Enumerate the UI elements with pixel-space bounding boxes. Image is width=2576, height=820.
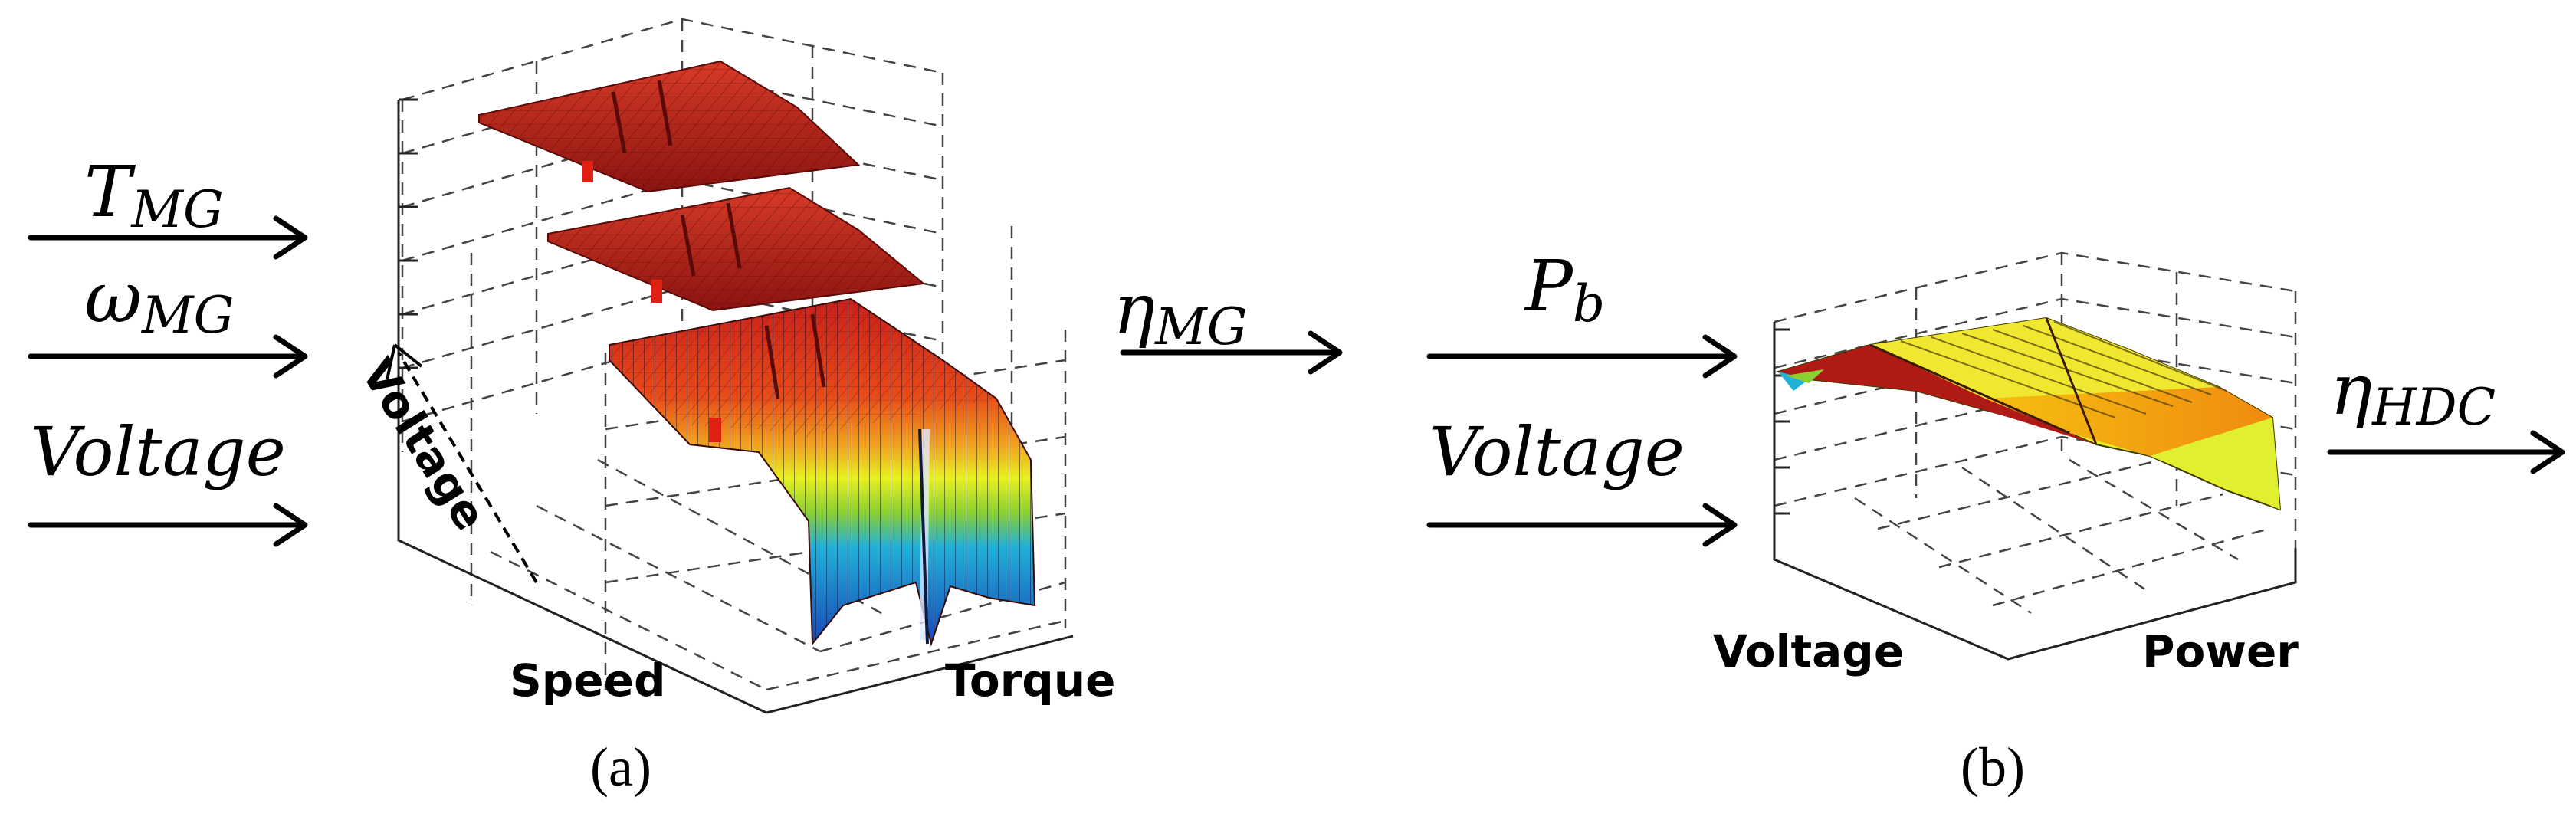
caption-b: (b) [1961, 736, 2025, 798]
torque-symbol: T [84, 151, 136, 233]
axis-label-speed: Speed [510, 654, 665, 707]
axis-label-voltage-b: Voltage [1713, 625, 1904, 677]
voltage-input-label: Voltage [31, 412, 286, 491]
output-a: ηMG [1113, 268, 1343, 375]
dcdc-efficiency-surface [1775, 317, 2282, 511]
voltage-axis-arrow [397, 351, 538, 584]
axis-label-torque: Torque [945, 654, 1115, 707]
voltage-input-label-b: Voltage [1429, 412, 1685, 491]
svg-text:ηMG: ηMG [1113, 268, 1247, 356]
panel-b: Pb Voltage [1426, 245, 2565, 798]
output-a-symbol: η [1113, 268, 1155, 350]
power-arrow [1426, 334, 1738, 379]
speed-arrow [28, 334, 308, 379]
output-arrow-b [2327, 430, 2565, 474]
output-b: ηHDC [2327, 349, 2565, 474]
input-voltage-b: Voltage [1426, 412, 1738, 547]
speed-subscript: MG [141, 286, 234, 345]
panel-a-grid [386, 18, 1074, 714]
output-b-subscript: HDC [2371, 378, 2496, 437]
svg-text:Pb: Pb [1524, 245, 1605, 333]
output-a-subscript: MG [1154, 297, 1247, 356]
efficiency-surface-bottom [609, 297, 1036, 647]
input-voltage-a: Voltage [28, 412, 308, 547]
caption-a: (a) [590, 736, 651, 798]
svg-text:TMG: TMG [84, 151, 224, 239]
torque-subscript: MG [130, 180, 223, 239]
svg-text:ηHDC: ηHDC [2330, 349, 2496, 437]
torque-arrow [28, 215, 308, 260]
speed-symbol: ω [84, 257, 142, 339]
panel-a: TMG ωMG Voltage [28, 18, 1343, 798]
axis-torque-line [766, 635, 1074, 714]
axis-label-voltage-a: Voltage [351, 349, 497, 539]
power-subscript: b [1573, 274, 1605, 333]
axis-label-power: Power [2142, 625, 2299, 677]
voltage-arrow-b [1426, 503, 1738, 547]
input-torque: TMG [28, 151, 308, 260]
input-power: Pb [1426, 245, 1738, 379]
efficiency-surface-middle [547, 186, 926, 312]
voltage-arrow-a [28, 503, 308, 547]
svg-text:ωMG: ωMG [84, 257, 234, 345]
input-speed: ωMG [28, 257, 308, 379]
output-b-symbol: η [2330, 349, 2372, 431]
efficiency-surface-top [478, 60, 861, 193]
power-symbol: P [1524, 245, 1574, 327]
output-arrow-a [1120, 330, 1343, 375]
